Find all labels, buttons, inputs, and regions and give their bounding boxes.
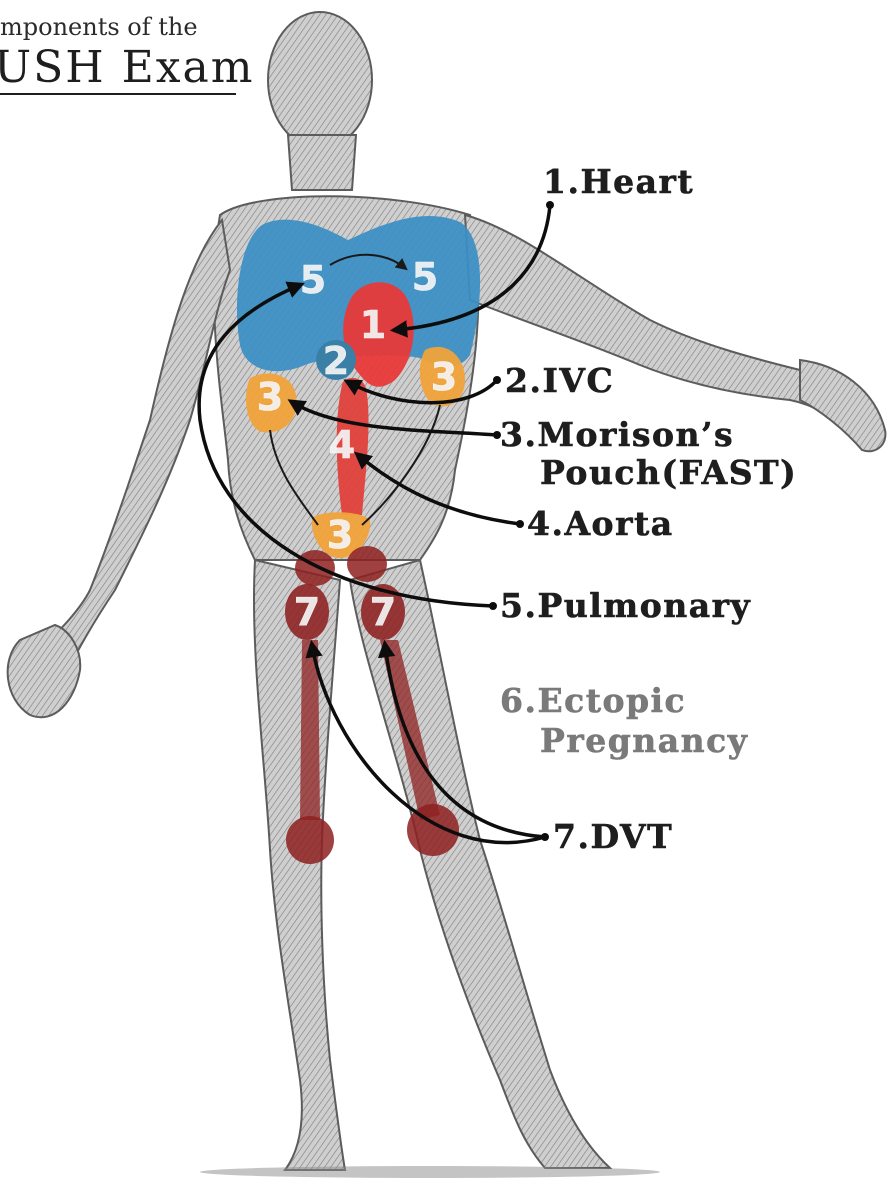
region-number-dvt-left: 7 bbox=[370, 590, 396, 634]
title-line1: mponents of the bbox=[0, 13, 198, 41]
callout-ectopic-line1: 6.Ectopic bbox=[500, 681, 686, 720]
region-number-fast-left: 3 bbox=[431, 355, 457, 399]
callout-pulmonary: 5.Pulmonary bbox=[500, 586, 751, 625]
anatomical-figure bbox=[8, 12, 886, 1178]
region-number-aorta: 4 bbox=[329, 423, 355, 467]
callout-morison-line2: Pouch(FAST) bbox=[540, 453, 797, 492]
callout-morison-line1: 3.Morison’s bbox=[500, 415, 734, 454]
page-title: mponents of the USH Exam bbox=[0, 13, 254, 94]
region-number-dvt-right: 7 bbox=[294, 590, 320, 634]
callout-heart: 1.Heart bbox=[543, 162, 694, 201]
region-number-fast-right: 3 bbox=[257, 375, 283, 419]
title-line2: USH Exam bbox=[0, 42, 254, 93]
callout-ectopic-line2: Pregnancy bbox=[540, 721, 748, 760]
callout-ivc: 2.IVC bbox=[505, 361, 614, 400]
region-number-pelvis: 3 bbox=[327, 513, 353, 557]
callout-dvt: 7.DVT bbox=[553, 817, 673, 856]
region-number-lung-left: 5 bbox=[412, 255, 438, 299]
callout-aorta: 4.Aorta bbox=[527, 504, 674, 543]
region-number-heart: 1 bbox=[360, 303, 386, 347]
region-number-lung-right: 5 bbox=[300, 258, 326, 302]
region-number-ivc: 2 bbox=[323, 339, 349, 383]
